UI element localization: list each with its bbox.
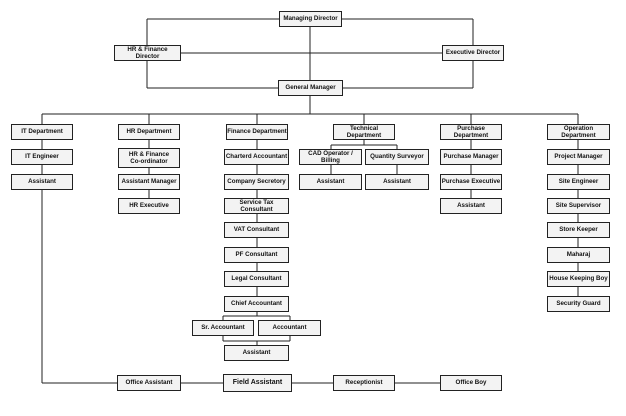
cad-operator-box: CAD Operator / Billing <box>299 149 362 165</box>
chief-accountant-box: Chief Accountant <box>224 296 289 312</box>
finance-department-box: Finance Department <box>226 124 288 140</box>
pf-consultant-box: PF Consultant <box>224 247 289 263</box>
maharaj-box: Maharaj <box>547 247 610 263</box>
purchase-department-box: Purchase Department <box>440 124 502 140</box>
accountant-box: Accountant <box>258 320 321 336</box>
purchase-manager-box: Purchase Manager <box>440 149 502 165</box>
hr-department-box: HR Department <box>118 124 180 140</box>
hr-executive-box: HR Executive <box>118 198 180 214</box>
hr-finance-director-box: HR & Finance Director <box>114 45 181 61</box>
store-keeper-box: Store Keeper <box>547 222 610 238</box>
legal-consultant-box: Legal Consultant <box>224 271 289 287</box>
quantity-surveyor-box: Quantity Surveyor <box>365 149 429 165</box>
assistant-manager-box: Assistant Manager <box>118 174 180 190</box>
office-assistant-box: Office Assistant <box>117 375 181 391</box>
it-engineer-box: IT Engineer <box>11 149 73 165</box>
site-supervisor-box: Site Supervisor <box>547 198 610 214</box>
service-tax-consultant-box: Service Tax Consultant <box>224 198 289 214</box>
company-secretory-box: Company Secretory <box>224 174 289 190</box>
cad-assistant-box: Assistant <box>299 174 362 190</box>
managing-director-box: Managing Director <box>279 11 342 27</box>
vat-consultant-box: VAT Consultant <box>224 222 289 238</box>
it-assistant-box: Assistant <box>11 174 73 190</box>
qs-assistant-box: Assistant <box>365 174 429 190</box>
hr-finance-coordinator-box: HR & Finance Co-ordinator <box>118 148 180 168</box>
site-engineer-box: Site Engineer <box>547 174 610 190</box>
operation-department-box: Operation Department <box>547 124 610 140</box>
sr-accountant-box: Sr. Accountant <box>192 320 254 336</box>
technical-department-box: Technical Department <box>333 124 395 140</box>
general-manager-box: General Manager <box>278 80 343 96</box>
charterd-accountant-box: Charterd Accountant <box>224 149 289 165</box>
project-manager-box: Project Manager <box>547 149 610 165</box>
house-keeping-boy-box: House Keeping Boy <box>547 271 610 287</box>
finance-assistant-box: Assistant <box>224 345 289 361</box>
security-guard-box: Security Guard <box>547 296 610 312</box>
purchase-executive-box: Purchase Executive <box>440 174 502 190</box>
office-boy-box: Office Boy <box>440 375 502 391</box>
executive-director-box: Executive Director <box>442 45 504 61</box>
it-department-box: IT Department <box>11 124 73 140</box>
purchase-assistant-box: Assistant <box>440 198 502 214</box>
field-assistant-box: Field Assistant <box>223 374 292 392</box>
receptionist-box: Receptionist <box>333 375 395 391</box>
